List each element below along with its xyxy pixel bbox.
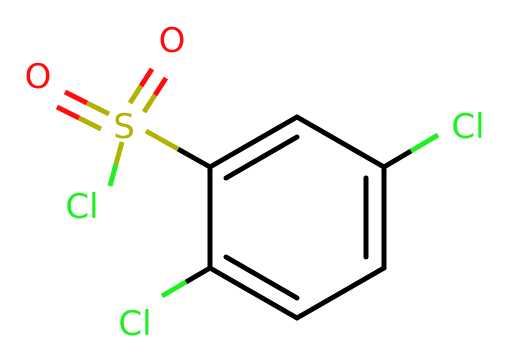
bond-c1-c2 <box>207 114 300 170</box>
bond-s-o2-b-yellow <box>141 93 158 114</box>
chlorine-label-right: Cl <box>451 107 484 147</box>
bond-c1-s-yellow <box>144 128 180 152</box>
bond-s-o2-a-yellow <box>127 84 144 105</box>
bond-s-o2-a-red <box>138 67 155 88</box>
bond-s-o1-a-red <box>63 89 89 106</box>
bond-c6-cl-green <box>160 279 188 299</box>
bond-s-cl-yellow <box>113 141 125 165</box>
bond-c2-c3 <box>294 114 387 170</box>
oxygen-label-left: O <box>25 57 52 97</box>
bond-c3-cl-black <box>382 148 413 170</box>
bond-s-cl-green <box>107 163 119 187</box>
bond-c4-c5 <box>294 265 387 321</box>
chlorine-label-sulfonyl: Cl <box>65 187 98 227</box>
bond-s-o1-a-yellow <box>85 100 111 117</box>
double-bond-inner-c1-c2 <box>223 134 300 181</box>
substituent-bonds <box>55 67 440 299</box>
bond-s-o1-b-red <box>55 104 81 121</box>
bond-s-o2-b-red <box>152 76 169 97</box>
sulfur-label: S <box>113 107 135 147</box>
atom-labels: O O S Cl Cl Cl <box>25 21 485 344</box>
bond-c1-s-black <box>176 146 212 170</box>
chlorine-label-bottom: Cl <box>118 304 151 344</box>
benzene-ring <box>207 114 387 321</box>
bond-c5-c6 <box>207 265 300 321</box>
double-bond-inner-c5-c6 <box>223 254 300 301</box>
bond-s-o1-b-yellow <box>77 115 103 132</box>
bond-c6-cl-black <box>184 265 212 285</box>
oxygen-label-top: O <box>159 21 186 61</box>
bond-c3-cl-green <box>409 132 440 154</box>
